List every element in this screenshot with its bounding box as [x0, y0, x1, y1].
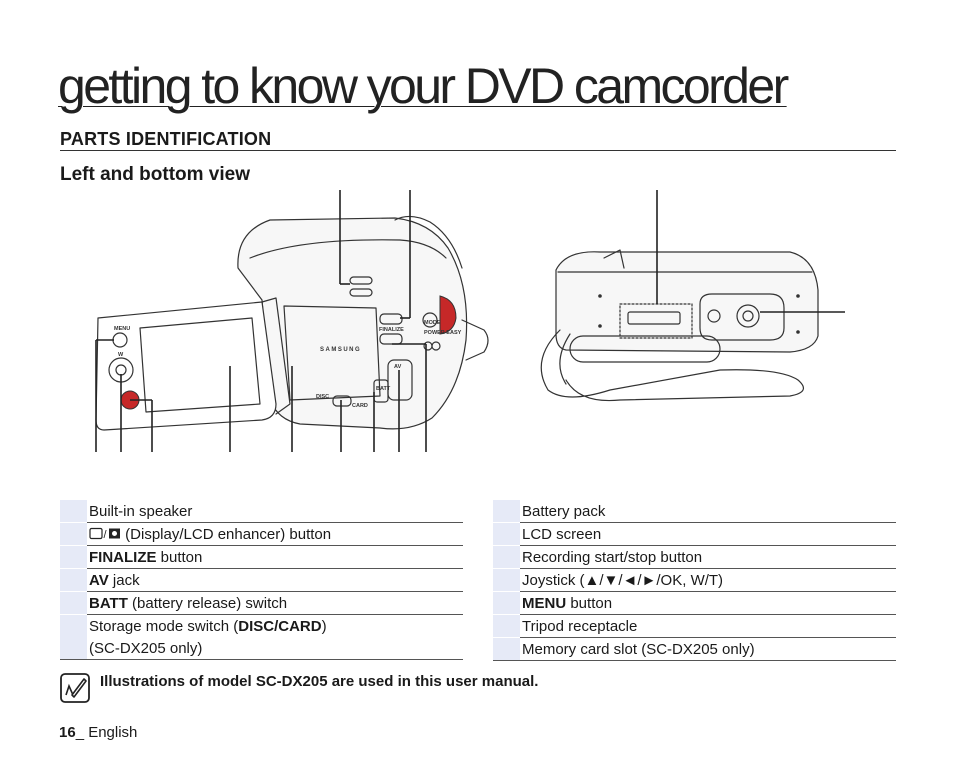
language-label: English — [88, 724, 138, 741]
table-row: / (Display/LCD enhancer) button — [60, 522, 463, 546]
speaker-grille-2 — [349, 288, 373, 297]
page-footer: 16_ English — [59, 724, 138, 741]
page-title: getting to know your DVD camcorder — [58, 58, 789, 114]
parts-table-right: Battery pack LCD screen Recording start/… — [493, 500, 896, 661]
label-finalize: FINALIZE — [379, 327, 404, 333]
tripod-pin — [707, 309, 721, 323]
table-row: Tripod receptacle — [493, 614, 896, 638]
lens-hood — [394, 215, 463, 269]
parts-table-left: Built-in speaker / (Display/LCD enhancer… — [60, 500, 463, 660]
label-av: AV — [394, 364, 402, 370]
note-pencil-icon — [60, 673, 90, 703]
sub-title: Left and bottom view — [60, 164, 250, 185]
table-row: Storage mode switch (DISC/CARD) — [60, 614, 463, 637]
table-row: Memory card slot (SC-DX205 only) — [493, 637, 896, 661]
label-power-easy: POWER EASY — [424, 330, 462, 336]
label-menu: MENU — [114, 326, 130, 332]
label-mode: MODE — [424, 320, 441, 326]
label-disc: DISC — [316, 394, 329, 400]
table-row: LCD screen — [493, 522, 896, 546]
lcd-screen — [139, 317, 261, 413]
tripod-plate — [699, 293, 785, 341]
camcorder-top-groove — [249, 239, 447, 259]
vent-slot — [569, 335, 721, 363]
hand-strap-inner — [559, 333, 571, 385]
display-button — [379, 313, 403, 325]
disc-card-switch — [332, 395, 352, 407]
table-row: (SC-DX205 only) — [60, 637, 463, 660]
av-jack-panel — [387, 359, 413, 401]
page-number: 16 — [59, 724, 76, 741]
label-w: W — [118, 352, 124, 358]
batt-switch — [373, 379, 389, 403]
svg-text:/: / — [104, 529, 108, 540]
table-row: Recording start/stop button — [493, 545, 896, 569]
inner-panel — [283, 305, 381, 401]
tripod-receptacle-inner — [742, 310, 754, 322]
camcorder-illustration: MENU W FINALIZE MODE POWER EASY AV BATT … — [95, 190, 845, 452]
memory-card-slot — [619, 303, 693, 339]
display-lcd-icon: / — [89, 527, 120, 541]
bottom-cover — [603, 249, 625, 269]
table-row: BATT (battery release) switch — [60, 591, 463, 615]
lens-ring — [461, 319, 489, 361]
table-row: MENU button — [493, 591, 896, 615]
section-rule — [60, 150, 896, 151]
memory-card — [627, 311, 681, 325]
lcd-hinge — [261, 297, 291, 415]
mode-button — [422, 312, 438, 328]
finalize-button — [379, 333, 403, 345]
note-text: Illustrations of model SC-DX205 are used… — [100, 673, 539, 690]
label-brand: SAMSUNG — [320, 347, 361, 353]
dial-2 — [431, 341, 441, 351]
section-title: PARTS IDENTIFICATION — [60, 129, 272, 149]
hand-strap — [540, 329, 805, 402]
table-row: Battery pack — [493, 500, 896, 523]
label-card: CARD — [352, 403, 368, 409]
speaker-grille-1 — [349, 276, 373, 285]
tripod-receptacle-outer — [736, 304, 760, 328]
table-row: FINALIZE button — [60, 545, 463, 569]
label-batt: BATT — [376, 386, 391, 392]
table-row: Built-in speaker — [60, 500, 463, 523]
bottom-body — [555, 251, 819, 353]
table-row: Joystick (▲/▼/◄/►/OK, W/T) — [493, 568, 896, 592]
table-row: AV jack — [60, 568, 463, 592]
record-accent — [439, 295, 457, 335]
